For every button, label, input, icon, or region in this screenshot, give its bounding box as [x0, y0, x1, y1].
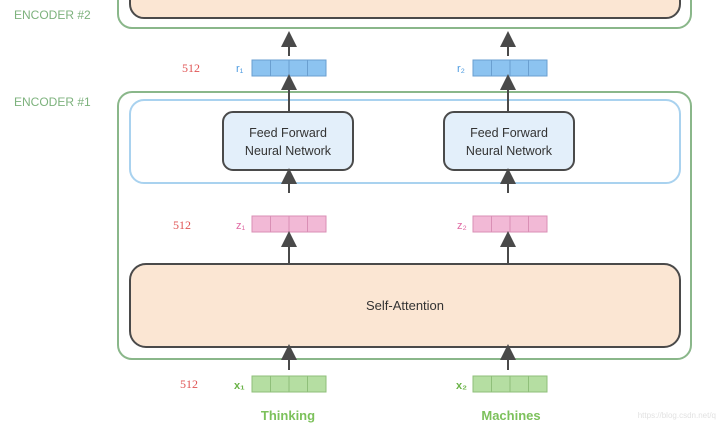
- ffn1-box: [222, 111, 354, 171]
- x2-vector: [472, 375, 548, 393]
- ffn2-line2: Neural Network: [466, 144, 553, 158]
- encoder2-box: [117, 0, 692, 29]
- r-dimension: 512: [182, 61, 200, 75]
- z1-label: z₁: [236, 220, 246, 232]
- encoder1-label: ENCODER #1: [14, 95, 91, 109]
- z1-vector: [251, 215, 327, 233]
- x1-vector: [251, 375, 327, 393]
- x1-label: x₁: [234, 380, 245, 392]
- ffn1-line2: Neural Network: [245, 144, 332, 158]
- encoder2-inner-block: [129, 0, 681, 19]
- r1-label: r₁: [236, 63, 244, 75]
- x2-label: x₂: [456, 380, 467, 392]
- self-attention-box: [129, 263, 681, 348]
- z-dimension: 512: [173, 218, 191, 232]
- ffn2-box: [443, 111, 575, 171]
- encoder1-box: [117, 91, 692, 360]
- ffn-group: [129, 99, 681, 184]
- z2-vector: [472, 215, 548, 233]
- r1-vector: [251, 59, 327, 77]
- r2-vector: [472, 59, 548, 77]
- watermark: https://blog.csdn.net/q: [638, 411, 716, 420]
- self-attention-label: Self-Attention: [366, 298, 444, 313]
- encoder2-label: ENCODER #2: [14, 8, 91, 22]
- word-thinking: Thinking: [261, 408, 315, 423]
- ffn2-line1: Feed Forward: [470, 126, 548, 140]
- word-machines: Machines: [481, 408, 540, 423]
- ffn1-line1: Feed Forward: [249, 126, 327, 140]
- z2-label: z₂: [457, 220, 467, 232]
- x-dimension: 512: [180, 377, 198, 391]
- r2-label: r₂: [457, 63, 465, 75]
